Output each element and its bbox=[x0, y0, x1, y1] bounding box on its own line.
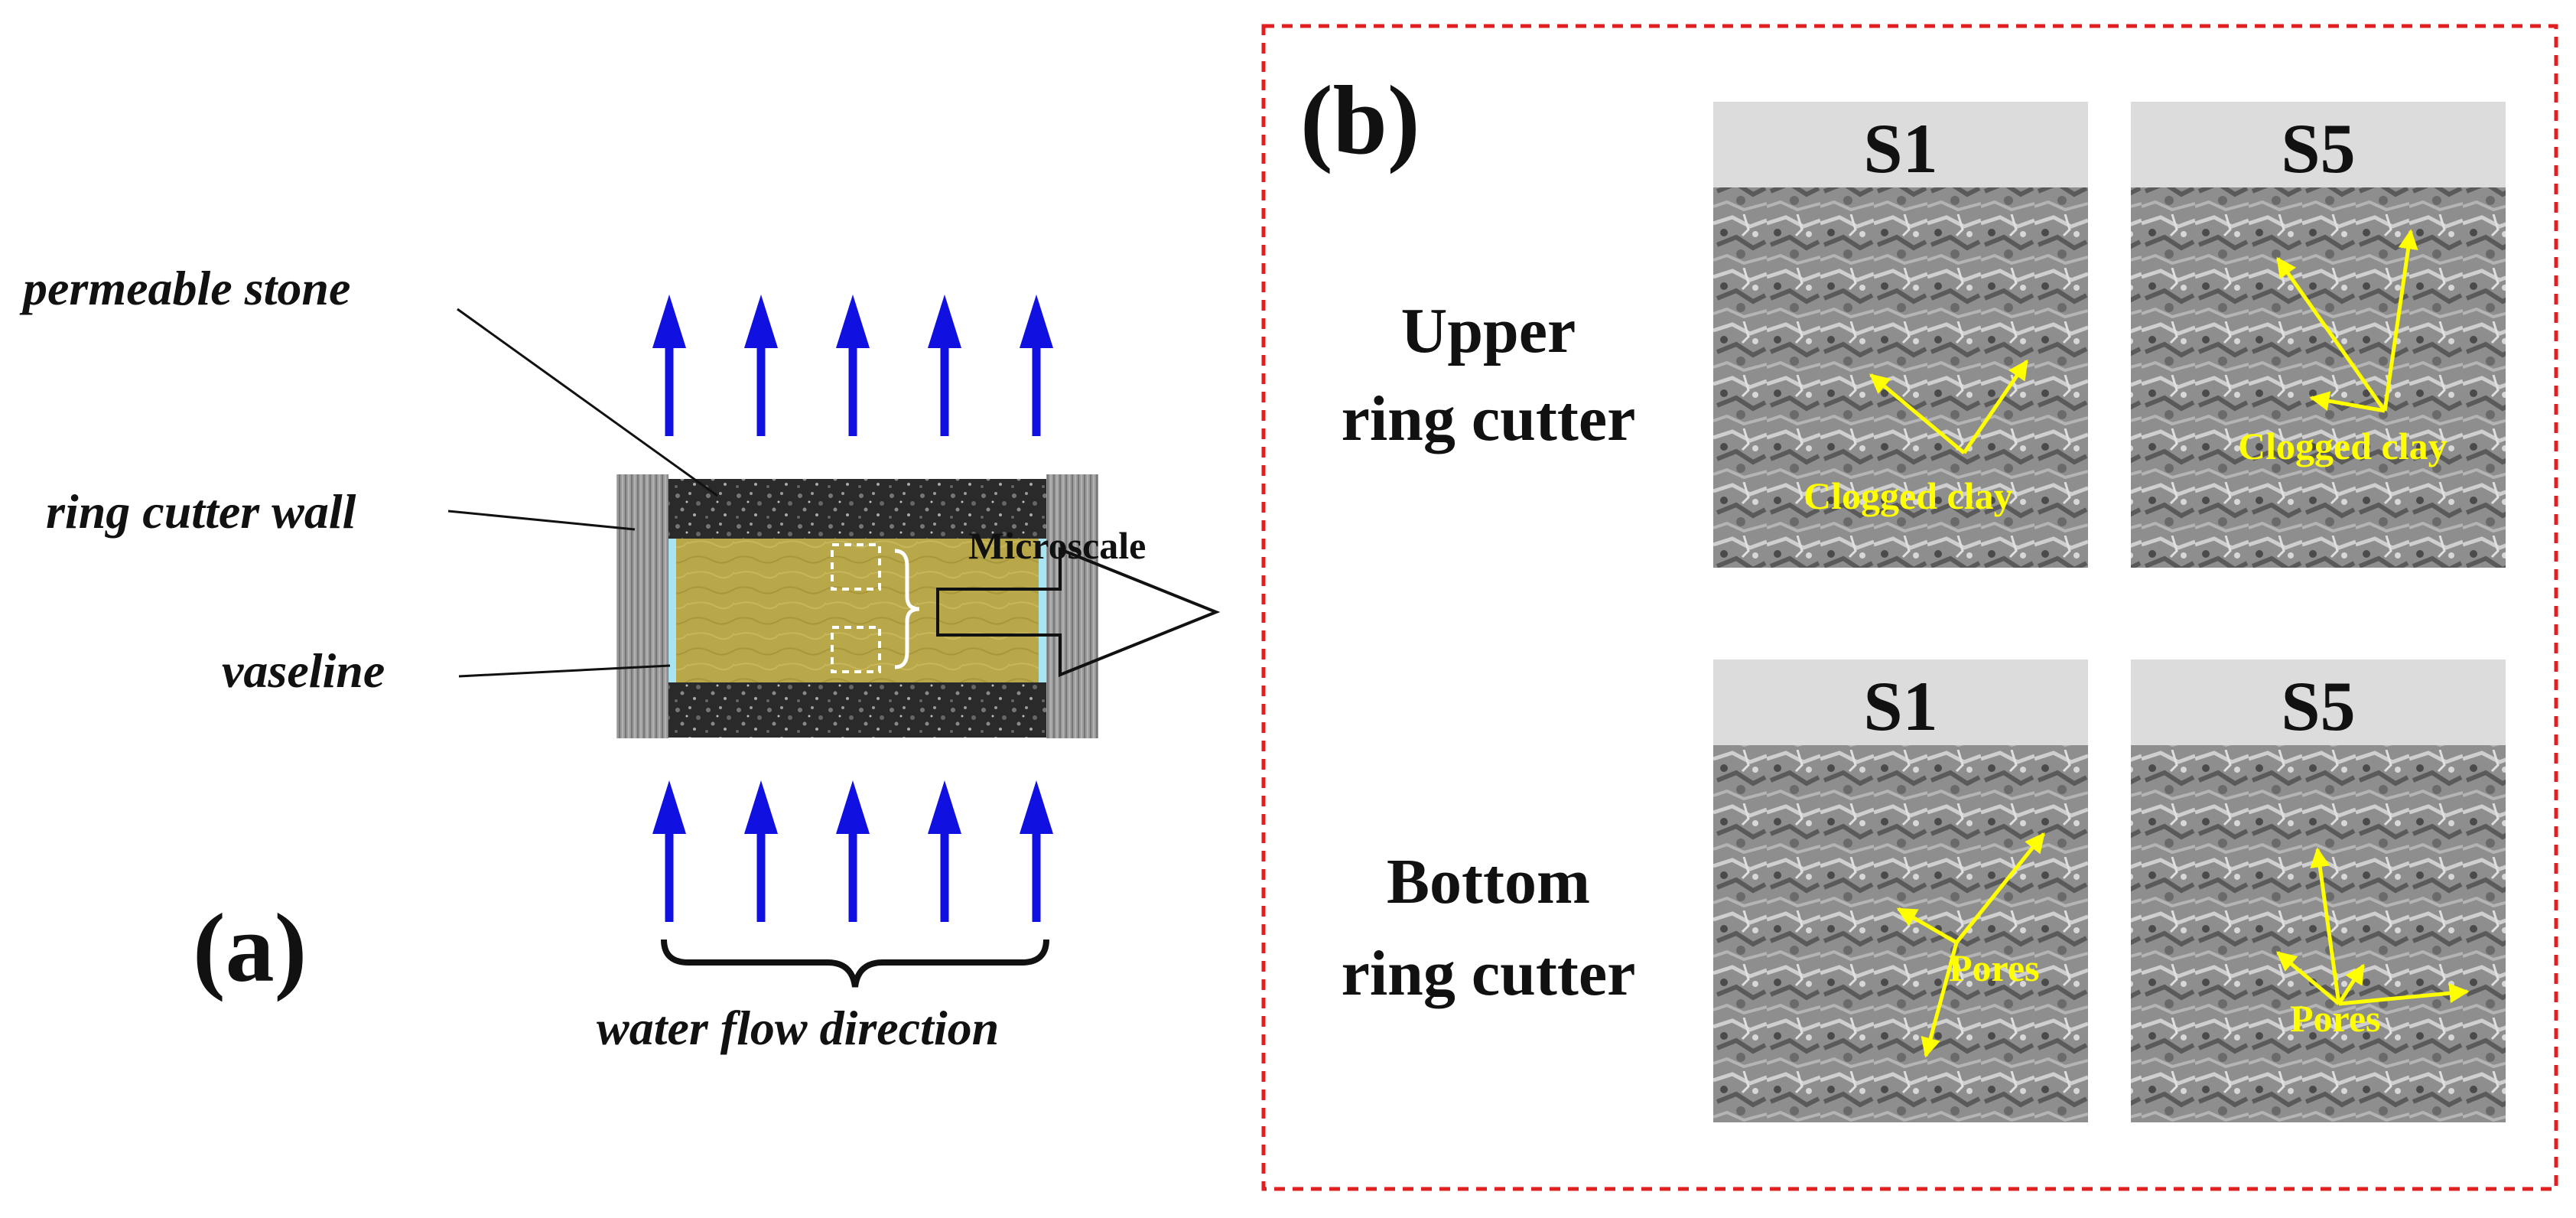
annotation-arrow bbox=[1921, 942, 1959, 1058]
permeable-stone-top bbox=[668, 479, 1046, 539]
annotation-arrow bbox=[2382, 229, 2418, 412]
annotation-arrow bbox=[1869, 373, 1966, 454]
vaseline-right bbox=[1039, 539, 1046, 682]
ring-cutter-wall-leader bbox=[447, 510, 636, 531]
upper-flow-arrows bbox=[652, 295, 1053, 436]
row-label-bottom-line1: Bottom bbox=[1387, 846, 1590, 917]
sample-region-lower bbox=[831, 626, 881, 673]
annotation-arrow bbox=[2275, 256, 2387, 412]
row-label-bottom-line2: ring cutter bbox=[1342, 938, 1636, 1009]
column-header: S1 bbox=[1863, 667, 1937, 745]
flow-arrow-head bbox=[836, 295, 870, 348]
annotation-arrow bbox=[2276, 951, 2340, 1005]
annotation-label: Pores bbox=[1949, 946, 2039, 989]
flow-arrow-head bbox=[1020, 780, 1053, 834]
annotation-arrow bbox=[2338, 983, 2470, 1006]
vaseline-leader bbox=[458, 664, 671, 678]
vaseline-label: vaseline bbox=[222, 643, 385, 698]
water-flow-label: water flow direction bbox=[597, 1001, 999, 1055]
ring-cutter-wall-label: ring cutter wall bbox=[46, 484, 356, 539]
column-header: S1 bbox=[1863, 109, 1937, 187]
lower-flow-arrows bbox=[652, 780, 1053, 922]
annotation-arrow bbox=[2309, 391, 2386, 413]
ring-cutter-assembly bbox=[616, 474, 1098, 738]
annotation-label: Pores bbox=[2290, 997, 2380, 1040]
column-header: S5 bbox=[2281, 667, 2355, 745]
flow-arrow-head bbox=[744, 780, 778, 834]
ring-cutter-wall-left bbox=[616, 474, 668, 738]
sample-brace bbox=[894, 549, 920, 669]
annotation-arrow bbox=[1962, 359, 2029, 454]
row-label-upper-line2: ring cutter bbox=[1342, 383, 1636, 454]
row-label-upper-line1: Upper bbox=[1401, 295, 1576, 366]
annotation-label: Clogged clay bbox=[2238, 425, 2448, 467]
column-header-bg bbox=[1713, 659, 2088, 745]
permeable-stone-label: permeable stone bbox=[19, 261, 350, 315]
sem-image bbox=[1713, 745, 2088, 1122]
flow-arrow-head bbox=[836, 780, 870, 834]
annotation-arrow bbox=[2310, 847, 2341, 1005]
sem-panel-upper-s1: S1 Clogged clay bbox=[1713, 102, 2088, 568]
vaseline-left bbox=[668, 539, 676, 682]
flow-arrow-head bbox=[652, 295, 686, 348]
annotation-label: Clogged clay bbox=[1804, 474, 2013, 517]
microscale-arrow bbox=[936, 547, 1221, 677]
column-header: S5 bbox=[2281, 109, 2355, 187]
ring-cutter-wall-right bbox=[1046, 474, 1098, 738]
sample-region-upper bbox=[831, 543, 881, 591]
annotation-arrow bbox=[1896, 907, 1958, 945]
panel-b-letter: (b) bbox=[1300, 66, 1420, 174]
sem-panel-upper-s5: S5 Clogged clay bbox=[2131, 102, 2506, 568]
annotation-arrow bbox=[1955, 832, 2045, 944]
sem-image bbox=[2131, 745, 2506, 1122]
annotation-arrow bbox=[2337, 963, 2366, 1005]
sem-panel-bottom-s5: S5 Pores bbox=[2131, 659, 2506, 1122]
column-header-bg bbox=[2131, 102, 2506, 187]
sem-image bbox=[2131, 187, 2506, 568]
water-flow-brace bbox=[661, 939, 1049, 988]
flow-arrow-head bbox=[744, 295, 778, 348]
flow-arrow-head bbox=[1020, 295, 1053, 348]
column-header-bg bbox=[2131, 659, 2506, 745]
permeable-stone-leader bbox=[457, 308, 718, 497]
panel-b: (b) Upper ring cutter Bottom ring cutter… bbox=[1261, 24, 2558, 1191]
microscale-label: Microscale bbox=[968, 524, 1146, 567]
panel-b-border bbox=[1261, 24, 2558, 1191]
flow-arrow-head bbox=[928, 780, 961, 834]
panel-a-letter: (a) bbox=[193, 894, 307, 1002]
column-header-bg bbox=[1713, 102, 2088, 187]
flow-arrow-head bbox=[928, 295, 961, 348]
sem-panel-bottom-s1: S1 Pores bbox=[1713, 659, 2088, 1122]
flow-arrow-head bbox=[652, 780, 686, 834]
soil-sample bbox=[668, 539, 1046, 682]
panel-a: Microscale water flow direction permeabl… bbox=[19, 261, 1221, 1055]
permeable-stone-bottom bbox=[668, 682, 1046, 738]
